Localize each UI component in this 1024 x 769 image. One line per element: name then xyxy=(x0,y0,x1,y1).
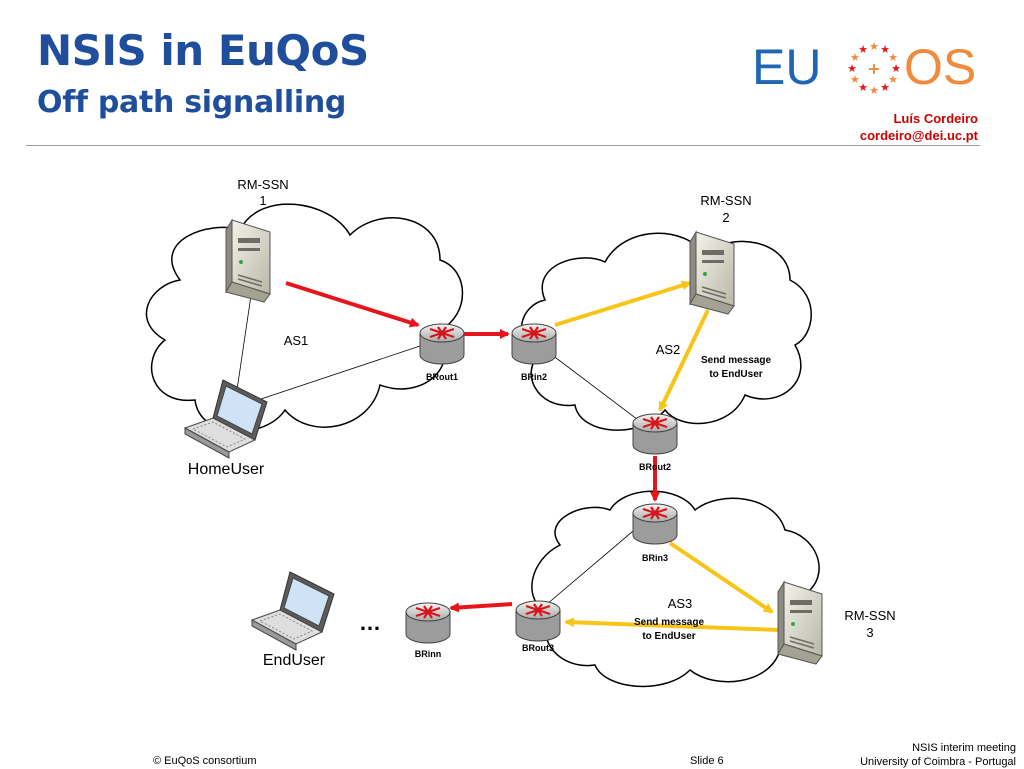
logo-plus-icon: + xyxy=(867,59,880,78)
logo-star-icon: ★ xyxy=(850,51,860,64)
logo-star-icon: ★ xyxy=(869,40,879,53)
logo-stars-icon: ★★★★★★★★★★★★+ xyxy=(847,40,901,97)
cloud-as2 xyxy=(520,232,812,431)
logo-star-icon: ★ xyxy=(891,62,901,75)
as2-message-line1: Send message xyxy=(701,355,771,366)
server-icon-rm1 xyxy=(225,218,271,303)
rm2-label-line2: 2 xyxy=(722,210,729,225)
rm1-label-line1: RM-SSN xyxy=(237,177,288,192)
logo-star-icon: ★ xyxy=(847,62,857,75)
logo-star-icon: ★ xyxy=(858,81,868,94)
brinn-label: BRinn xyxy=(415,649,442,659)
slide-subtitle: Off path signalling xyxy=(37,85,347,120)
author-email: cordeiro@dei.uc.pt xyxy=(859,128,978,143)
server-icon-rm2 xyxy=(689,230,735,315)
logo-star-icon: ★ xyxy=(869,84,879,97)
logo-star-icon: ★ xyxy=(880,43,890,56)
router-icon-brout3 xyxy=(515,600,561,642)
router-icon-brin3 xyxy=(632,503,678,545)
server-icon-rm3 xyxy=(777,580,823,665)
brout2-label: BRout2 xyxy=(639,462,671,472)
cloud-as1 xyxy=(145,203,464,432)
logo-star-icon: ★ xyxy=(858,43,868,56)
arrow-brout3-to-brinn xyxy=(449,602,513,613)
laptop-icon-homeuser xyxy=(183,379,268,459)
rm3-label-line1: RM-SSN xyxy=(844,608,895,623)
link-homeuser-brout1 xyxy=(257,339,439,401)
logo-star-icon: ★ xyxy=(888,73,898,86)
arrow-rm3-to-brout3 xyxy=(564,617,779,632)
as3-message-line1: Send message xyxy=(634,617,704,628)
logo-star-icon: ★ xyxy=(850,73,860,86)
slide-title: NSIS in EuQoS xyxy=(37,26,369,75)
as2-label: AS2 xyxy=(656,342,681,357)
enduser-label: EndUser xyxy=(263,652,326,669)
rm3-label-line2: 3 xyxy=(866,625,873,640)
header-divider xyxy=(26,145,980,146)
arrow-brin3-to-rm3 xyxy=(668,541,774,614)
brin3-label: BRin3 xyxy=(642,553,668,563)
router-icon-brinn xyxy=(405,602,451,644)
arrow-rm2-to-brout2 xyxy=(658,309,710,412)
brout3-label: BRout3 xyxy=(522,643,554,653)
rm2-label-line1: RM-SSN xyxy=(700,193,751,208)
brin2-label: BRin2 xyxy=(521,372,547,382)
as1-label: AS1 xyxy=(284,333,309,348)
author-name: Luís Cordeiro xyxy=(893,111,978,126)
euqos-logo: EU ★★★★★★★★★★★★+ OS xyxy=(752,39,976,97)
footer-meeting-info: NSIS interim meeting University of Coimb… xyxy=(860,741,1016,769)
as2-message-line2: to EndUser xyxy=(709,369,762,380)
laptop-icon-enduser xyxy=(250,571,335,651)
ellipsis-label: … xyxy=(359,610,381,635)
footer-meeting: NSIS interim meeting xyxy=(912,742,1016,754)
link-rm1-homeuser xyxy=(236,281,254,391)
footer-university: University of Coimbra - Portugal xyxy=(860,756,1016,768)
as3-label: AS3 xyxy=(668,596,693,611)
as3-message-line2: to EndUser xyxy=(642,631,695,642)
author-block: Luís Cordeiro cordeiro@dei.uc.pt xyxy=(860,110,978,144)
arrow-brin2-to-rm2 xyxy=(554,280,692,327)
logo-os-text: OS xyxy=(904,39,976,95)
homeuser-label: HomeUser xyxy=(188,461,265,478)
rm1-label-line2: 1 xyxy=(259,193,266,208)
footer-slide-number: Slide 6 xyxy=(690,755,724,767)
logo-star-icon: ★ xyxy=(880,81,890,94)
signalling-arrows xyxy=(285,280,779,632)
footer-copyright: © EuQoS consortium xyxy=(153,755,257,767)
router-icon-brout2 xyxy=(632,413,678,455)
arrow-rm1-to-brout1 xyxy=(285,281,420,328)
brout1-label: BRout1 xyxy=(426,372,458,382)
logo-eu-text: EU xyxy=(752,39,821,95)
router-icon-brin2 xyxy=(511,323,557,365)
router-icon-brout1 xyxy=(419,323,465,365)
logo-star-icon: ★ xyxy=(888,51,898,64)
